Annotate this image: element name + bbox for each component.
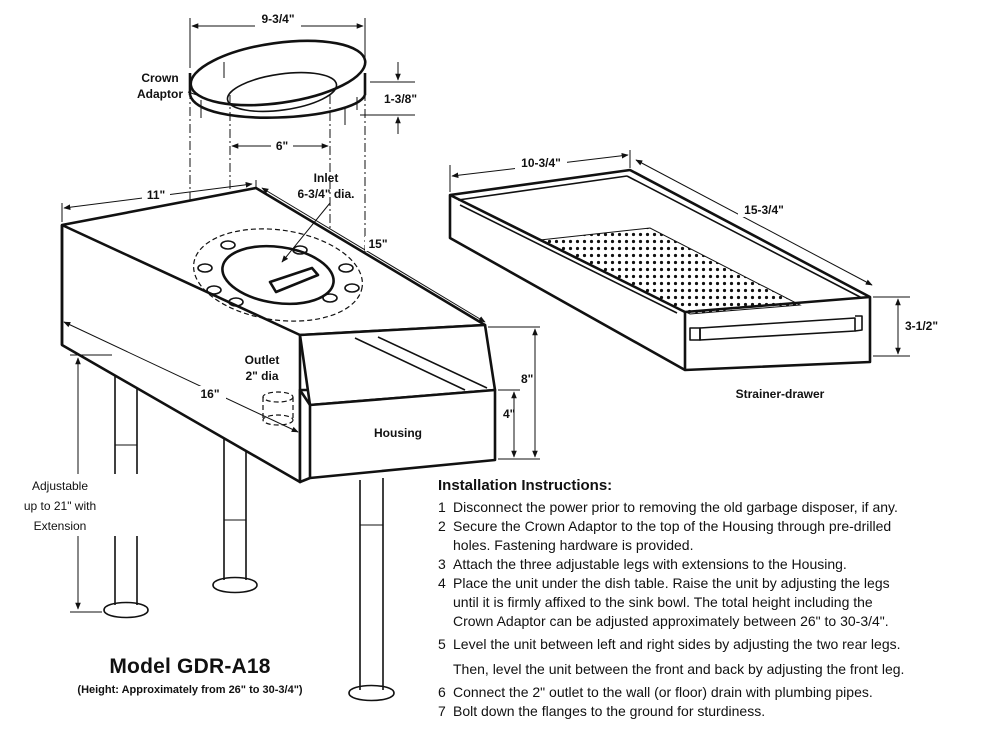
dimension-height-8-4: 8" 4" [488, 326, 540, 460]
svg-text:Crown: Crown [141, 71, 178, 85]
step-number: 4 [438, 575, 446, 591]
step-line: Bolt down the flanges to the ground for … [453, 703, 766, 719]
step-number: 5 [438, 636, 446, 652]
step-text: Bolt down the flanges to the ground for … [453, 702, 994, 721]
instruction-step: 3 Attach the three adjustable legs with e… [438, 555, 994, 574]
housing [60, 186, 497, 702]
dim-label-15-3-4: 15-3/4" [744, 203, 784, 217]
svg-text:Adaptor: Adaptor [137, 87, 183, 101]
instruction-step: 7 Bolt down the flanges to the ground for… [438, 702, 994, 721]
dim-label-9-3-4: 9-3/4" [261, 12, 294, 26]
step-line: Secure the Crown Adaptor to the top of t… [453, 518, 892, 534]
step-number: 2 [438, 518, 446, 534]
dim-label-1-3-8: 1-3/8" [384, 92, 417, 106]
strainer-drawer [448, 168, 872, 372]
dim-label-4: 4" [503, 407, 515, 421]
model-subtitle: (Height: Approximately from 26" to 30-3/… [77, 684, 303, 696]
adjustable-leg-note: Adjustable up to 21" with Extension [14, 354, 142, 613]
step-text: Secure the Crown Adaptor to the top of t… [453, 517, 994, 555]
step-number: 7 [438, 703, 446, 719]
strainer-drawer-label: Strainer-drawer [736, 387, 825, 401]
dimension-drawer-10-3-4: 10-3/4" [449, 150, 631, 192]
svg-text:6-3/4" dia.: 6-3/4" dia. [297, 187, 354, 201]
step-line: holes. Fastening hardware is provided. [453, 537, 694, 553]
instructions-title: Installation Instructions: [438, 477, 613, 494]
step-line: Then, level the unit between the front a… [453, 661, 905, 677]
dimension-housing-15: 15" [261, 187, 486, 323]
dimension-drawer-15-3-4: 15-3/4" [635, 159, 873, 286]
step-text: Disconnect the power prior to removing t… [453, 498, 994, 517]
step-number: 1 [438, 499, 446, 515]
svg-text:Adjustable: Adjustable [32, 479, 88, 493]
step-line: until it is firmly affixed to the sink b… [453, 594, 873, 610]
dimension-housing-11: 11" [61, 180, 257, 222]
dim-label-15: 15" [368, 237, 387, 251]
dim-label-6: 6" [276, 139, 288, 153]
svg-text:Extension: Extension [34, 519, 87, 533]
step-line: Place the unit under the dish table. Rai… [453, 575, 890, 591]
outlet-callout: Outlet 2" dia [245, 353, 280, 383]
step-line: Level the unit between left and right si… [453, 636, 901, 652]
front-leg [348, 478, 395, 702]
dimension-drawer-3-1-2: 3-1/2" [873, 296, 950, 357]
dimension-housing-16: 16" [63, 321, 299, 433]
dim-label-8: 8" [521, 372, 533, 386]
step-line: Crown Adaptor can be adjusted approximat… [453, 613, 889, 629]
svg-text:up to 21" with: up to 21" with [24, 499, 96, 513]
model-block: Model GDR-A18 (Height: Approximately fro… [40, 655, 340, 696]
inlet-callout: Inlet 6-3/4" dia. [281, 171, 355, 263]
step-text: Connect the 2" outlet to the wall (or fl… [453, 683, 994, 702]
step-number: 3 [438, 556, 446, 572]
step-text: Place the unit under the dish table. Rai… [453, 574, 994, 631]
svg-text:2" dia: 2" dia [245, 369, 278, 383]
instruction-step: 6 Connect the 2" outlet to the wall (or f… [438, 683, 994, 702]
housing-label: Housing [374, 426, 422, 440]
step-line: Connect the 2" outlet to the wall (or fl… [453, 684, 873, 700]
installation-instructions: Installation Instructions: 1 Disconnect t… [438, 476, 994, 721]
dim-label-11: 11" [147, 188, 165, 202]
instruction-steps: 1 Disconnect the power prior to removing … [438, 498, 994, 721]
instruction-step: 2 Secure the Crown Adaptor to the top of … [438, 517, 994, 555]
dim-label-3-1-2: 3-1/2" [905, 319, 938, 333]
dim-label-10-3-4: 10-3/4" [521, 156, 561, 170]
model-title: Model GDR-A18 [109, 655, 271, 678]
crown-adaptor-label: Crown Adaptor [137, 71, 201, 101]
step-text: Level the unit between left and right si… [453, 635, 994, 679]
instruction-step: 5 Level the unit between left and right s… [438, 635, 994, 679]
instruction-step: 4 Place the unit under the dish table. Ra… [438, 574, 994, 631]
dimension-crown-inner: 6" [231, 138, 329, 153]
dimension-crown-height: 1-3/8" [360, 62, 417, 134]
dimension-crown-width: 9-3/4" [189, 11, 366, 68]
instruction-step: 1 Disconnect the power prior to removing … [438, 498, 994, 517]
step-number: 6 [438, 684, 446, 700]
dim-label-16: 16" [200, 387, 219, 401]
step-text: Attach the three adjustable legs with ex… [453, 555, 994, 574]
step-line: Disconnect the power prior to removing t… [453, 499, 898, 515]
svg-text:Inlet: Inlet [314, 171, 339, 185]
svg-text:Outlet: Outlet [245, 353, 280, 367]
step-line: Attach the three adjustable legs with ex… [453, 556, 847, 572]
